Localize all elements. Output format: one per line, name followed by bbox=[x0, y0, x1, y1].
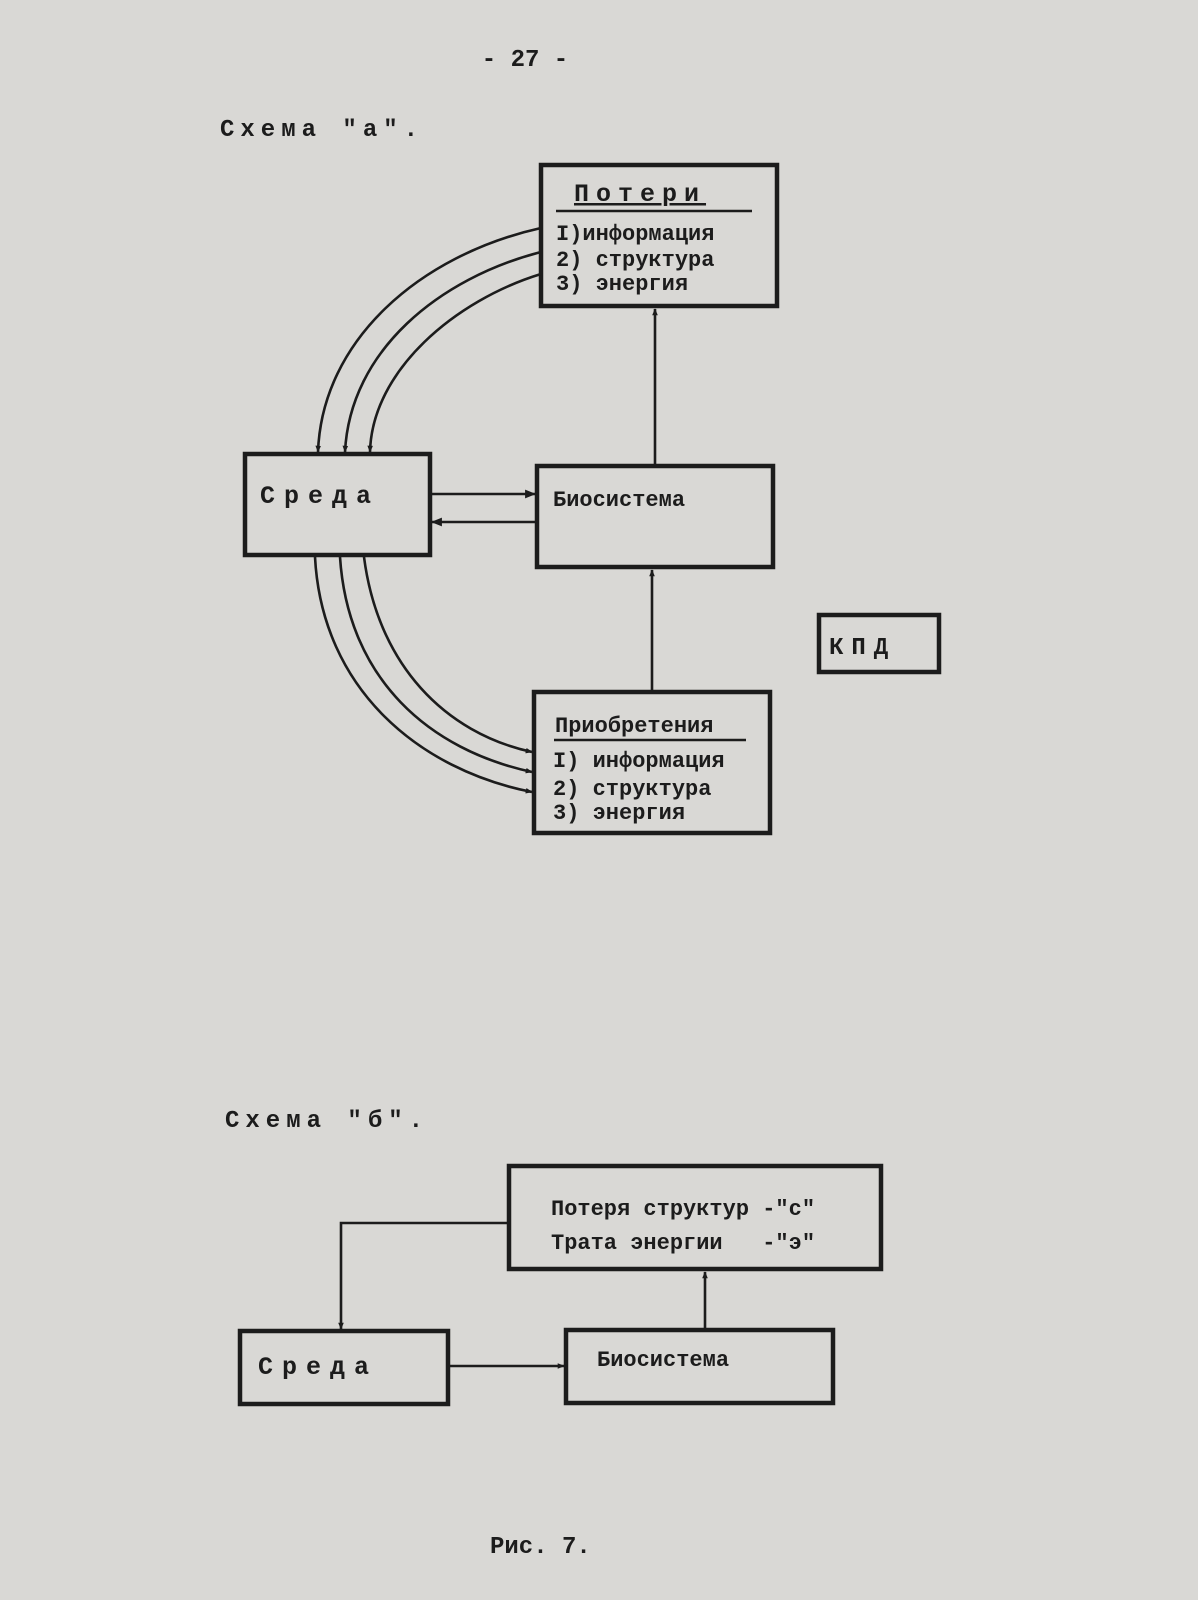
efficiency-label: КПД bbox=[829, 635, 896, 662]
losses-b-energy-line: Трата энергии -"э" bbox=[551, 1231, 815, 1256]
losses-item-information: I)информация bbox=[556, 222, 714, 247]
gains-title: Приобретения bbox=[555, 714, 713, 739]
figure-caption: Рис. 7. bbox=[490, 1534, 591, 1561]
efficiency-box bbox=[816, 612, 942, 675]
arc-environment-to-gains-1 bbox=[313, 556, 533, 794]
arc-losses-to-environment-2 bbox=[342, 250, 542, 453]
losses-item-energy: 3) энергия bbox=[556, 272, 688, 297]
biosystem-box bbox=[534, 463, 776, 570]
gains-item-information: I) информация bbox=[553, 749, 725, 774]
environment-box bbox=[242, 451, 433, 558]
losses-item-structure: 2) структура bbox=[556, 248, 714, 273]
gains-item-structure: 2) структура bbox=[553, 777, 711, 802]
arc-environment-to-gains-3 bbox=[362, 556, 533, 754]
page-number: - 27 - bbox=[482, 47, 568, 74]
losses-b-structure-line: Потеря структур -"с" bbox=[551, 1197, 815, 1222]
losses-box bbox=[538, 162, 780, 309]
biosystem-b-label: Биосистема bbox=[597, 1348, 729, 1373]
losses-b-box bbox=[506, 1163, 884, 1272]
arc-losses-to-environment-1 bbox=[315, 226, 542, 453]
gains-item-energy: 3) энергия bbox=[553, 801, 685, 826]
losses-title: Потери bbox=[574, 180, 706, 209]
scheme-a-title: Схема "а". bbox=[220, 117, 424, 144]
biosystem-label: Биосистема bbox=[553, 488, 685, 513]
environment-label: Среда bbox=[260, 482, 380, 511]
environment-b-box bbox=[237, 1328, 451, 1407]
arc-environment-to-gains-2 bbox=[338, 556, 533, 774]
arrow-b-losses-to-environment bbox=[338, 1221, 509, 1330]
biosystem-b-box bbox=[563, 1327, 836, 1406]
arc-losses-to-environment-3 bbox=[367, 272, 542, 453]
environment-b-label: Среда bbox=[258, 1353, 378, 1382]
scheme-b-title: Схема "б". bbox=[225, 1108, 429, 1135]
